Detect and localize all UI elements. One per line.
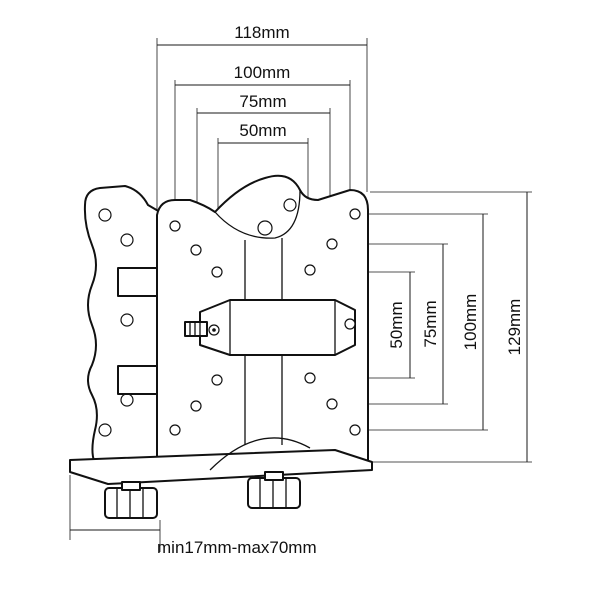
dim-50-label: 50mm [239, 121, 286, 140]
dim-75-label: 75mm [239, 92, 286, 111]
dim-118-label: 118mm [234, 23, 289, 42]
tightening-screw [184, 321, 220, 337]
clamp-range-dimension: min17mm-max70mm [69, 475, 317, 557]
back-plate [83, 185, 161, 471]
dim-100-vertical-label: 100mm [461, 294, 480, 351]
dim-129-vertical-label: 129mm [505, 299, 524, 356]
clamp-range-label: min17mm-max70mm [157, 538, 317, 557]
right-clamp-knob [247, 471, 301, 509]
dim-50-vertical-label: 50mm [387, 301, 406, 348]
mount-bracket [69, 174, 373, 519]
clamp-band [199, 299, 356, 356]
dim-100-label: 100mm [234, 63, 291, 82]
base-plate [69, 449, 373, 485]
left-clamp-knob [104, 481, 158, 519]
dim-75-vertical-label: 75mm [421, 300, 440, 347]
